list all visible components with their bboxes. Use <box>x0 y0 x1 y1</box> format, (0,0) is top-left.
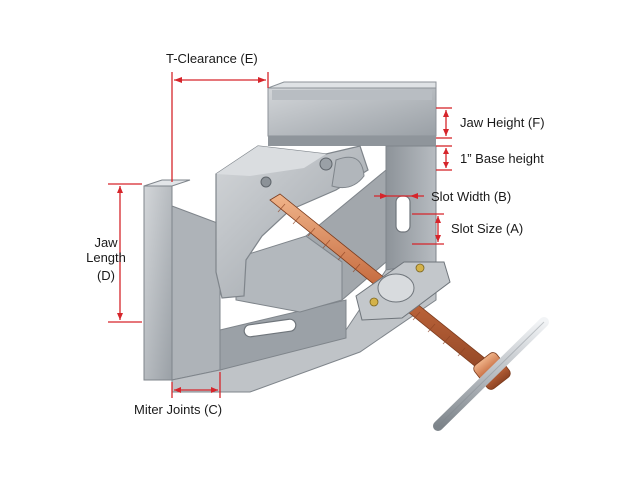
dimension-lines <box>108 72 452 398</box>
screw-icon <box>415 263 425 273</box>
miter-joints-label: Miter Joints (C) <box>134 402 223 417</box>
jaw-length-label-line1: Jaw <box>94 235 118 250</box>
screw-arm <box>215 145 369 299</box>
t-clearance-label: T-Clearance (E) <box>166 51 258 66</box>
right-side-plate <box>385 145 437 271</box>
jaw-length-label-line3: (D) <box>96 268 116 283</box>
pivot-pin-icon <box>260 176 272 188</box>
jaw-length-label-line2: Length <box>86 250 126 265</box>
screw-icon <box>369 297 379 307</box>
back-jaw <box>267 81 437 146</box>
t-handle <box>433 317 549 431</box>
jaw-height-label: Jaw Height (F) <box>460 115 545 130</box>
mounting-slot-right <box>395 195 411 233</box>
slot-size-label: Slot Size (A) <box>451 221 524 236</box>
mounting-slot-front <box>243 318 297 338</box>
dimension-arrowheads <box>117 77 449 393</box>
nut-bracket <box>355 261 451 321</box>
base-height-label: 1” Base height <box>460 151 544 166</box>
left-jaw <box>143 179 221 381</box>
slot-width-label: Slot Width (B) <box>431 189 512 204</box>
